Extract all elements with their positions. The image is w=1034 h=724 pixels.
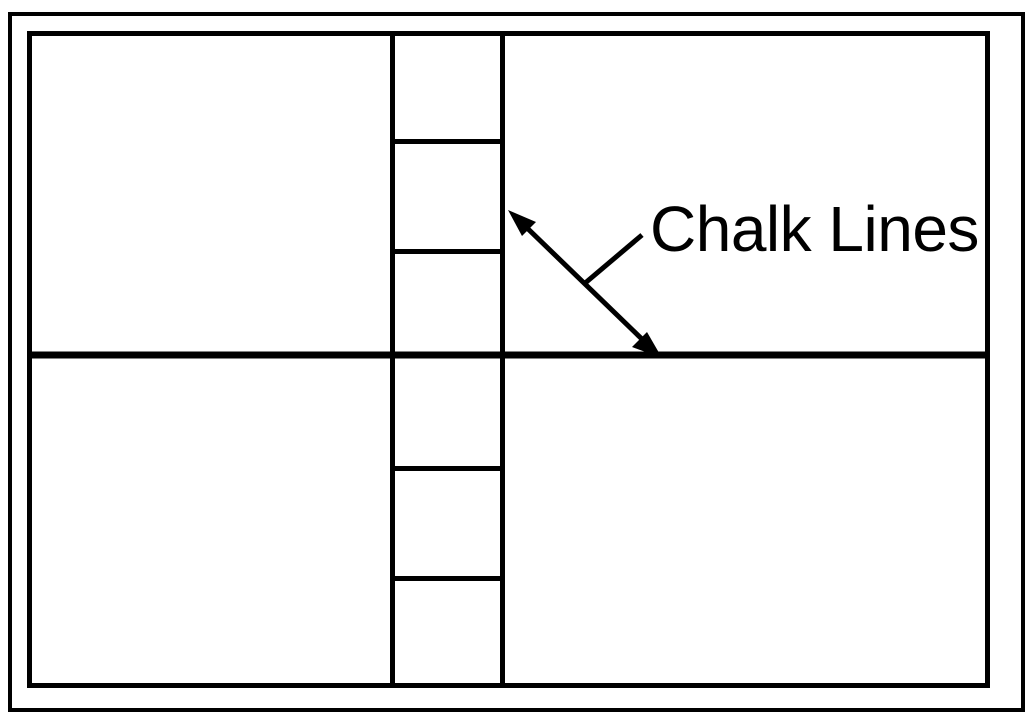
arrowhead-lower-right bbox=[632, 332, 662, 358]
outer-frame bbox=[8, 12, 1025, 712]
arrowhead-upper-left bbox=[508, 210, 536, 236]
chalk-lines-pointer-arrow bbox=[508, 210, 662, 358]
chalk-lines-label: Chalk Lines bbox=[650, 193, 979, 265]
arrow-leader-line bbox=[582, 233, 644, 286]
field-boundary bbox=[27, 31, 990, 688]
